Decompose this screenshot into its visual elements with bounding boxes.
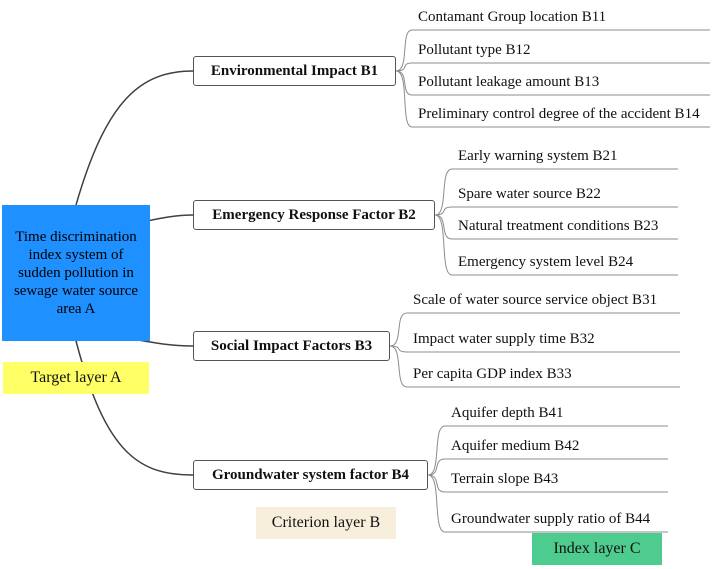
index-connector: [427, 474, 446, 533]
index-connector: [395, 70, 413, 128]
criterion-layer-label: Criterion layer B: [256, 507, 396, 539]
index-connector: [395, 29, 413, 72]
index-node: Natural treatment conditions B23: [458, 218, 659, 234]
index-node: Impact water supply time B32: [413, 331, 595, 347]
index-connector: [427, 425, 446, 476]
index-node: Spare water source B22: [458, 186, 601, 202]
criterion-node: Environmental Impact B1: [193, 56, 396, 86]
index-connector: [427, 458, 446, 476]
target-node: Time discrimination index system of sudd…: [2, 205, 150, 341]
index-connector: [427, 474, 446, 493]
index-node: Preliminary control degree of the accide…: [418, 106, 700, 122]
index-connector: [434, 206, 453, 216]
criterion-node: Social Impact Factors B3: [193, 331, 390, 361]
index-connector: [434, 214, 453, 276]
index-node: Groundwater supply ratio of B44: [451, 511, 651, 527]
index-node: Pollutant type B12: [418, 42, 531, 58]
root-connector: [75, 70, 194, 206]
target-layer-label: Target layer A: [3, 362, 149, 394]
index-node: Pollutant leakage amount B13: [418, 74, 600, 90]
criterion-node: Emergency Response Factor B2: [193, 200, 435, 230]
index-node: Aquifer depth B41: [451, 405, 564, 421]
index-connector: [389, 345, 408, 388]
index-node: Scale of water source service object B31: [413, 292, 658, 308]
index-layer-label: Index layer C: [532, 533, 662, 565]
index-node: Emergency system level B24: [458, 254, 634, 270]
index-connector: [395, 62, 413, 72]
index-connector: [389, 312, 408, 347]
target-text: Time discrimination index system of sudd…: [13, 229, 139, 317]
index-node: Terrain slope B43: [451, 471, 559, 487]
criterion-node: Groundwater system factor B4: [193, 460, 428, 490]
index-node: Per capita GDP index B33: [413, 366, 572, 382]
index-connector: [434, 168, 453, 216]
index-node: Contamant Group location B11: [418, 9, 607, 25]
index-node: Early warning system B21: [458, 148, 618, 164]
index-node: Aquifer medium B42: [451, 438, 580, 454]
